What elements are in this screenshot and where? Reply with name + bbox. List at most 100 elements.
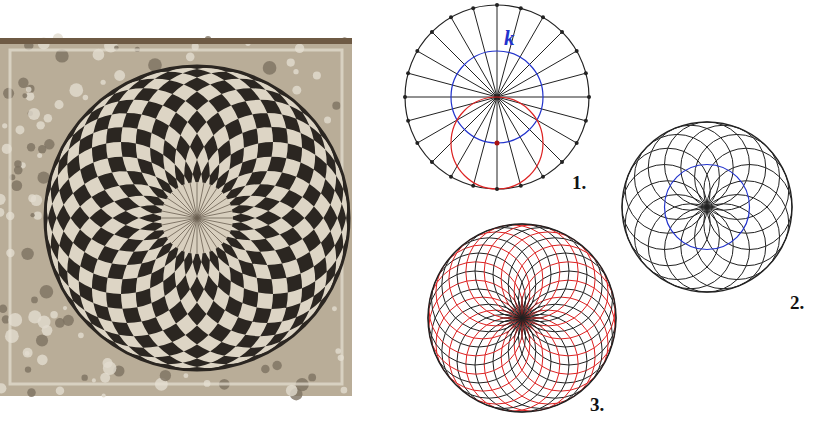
point (403, 95, 407, 99)
rose-disc (45, 66, 349, 370)
point (560, 30, 564, 34)
ornament (63, 315, 74, 326)
ornament (81, 374, 87, 380)
ornament (286, 385, 298, 397)
ornament (50, 311, 58, 319)
ornament (16, 125, 25, 134)
centre-ray (500, 318, 522, 322)
centre-ray (197, 218, 204, 253)
ornament (23, 348, 33, 358)
figure-number: 2. (790, 292, 804, 313)
centre-ray (522, 318, 530, 338)
point (415, 49, 419, 53)
ornament (335, 348, 341, 354)
ornament (183, 373, 188, 378)
outer-circle (428, 224, 616, 412)
figure-number: 3. (590, 394, 604, 416)
ornament (28, 108, 40, 120)
ornament (114, 70, 125, 81)
ornament (0, 304, 7, 313)
centre-ray (197, 218, 233, 219)
figure-1 (403, 3, 591, 191)
centre-ray (514, 298, 522, 318)
ornament (54, 100, 63, 109)
ornament (28, 310, 41, 323)
centre-ray (190, 183, 197, 218)
point (584, 71, 588, 75)
ornament (18, 78, 28, 88)
ornament (0, 383, 6, 393)
ornament (40, 285, 54, 299)
ornament (26, 87, 31, 92)
ornament (25, 351, 30, 356)
centre-ray (197, 204, 230, 218)
ornament (25, 366, 31, 372)
point (575, 49, 579, 53)
ornament (2, 123, 7, 128)
point (406, 71, 410, 75)
centre-ray (183, 185, 197, 218)
ornament (28, 194, 36, 202)
ornament (36, 335, 48, 347)
ornament (186, 53, 195, 62)
point (415, 141, 419, 145)
ornament (36, 121, 44, 129)
point (495, 187, 499, 191)
figure-number: 2. (790, 292, 804, 314)
ornament (27, 85, 35, 93)
centre-ray (197, 218, 211, 251)
ornament (22, 93, 27, 98)
point (560, 160, 564, 164)
stone-ground (0, 38, 352, 396)
ornament (31, 297, 38, 304)
centre-ray (162, 218, 197, 225)
circle-name: k (504, 26, 515, 50)
figure-number: 3. (590, 394, 604, 415)
ornament (160, 370, 171, 381)
figure-number: 1. (572, 172, 586, 194)
ornament (5, 329, 19, 343)
ornament (83, 95, 88, 100)
point (587, 95, 591, 99)
point (519, 184, 523, 188)
ornament (37, 355, 48, 366)
ornament (27, 143, 35, 151)
ornament (292, 86, 301, 95)
ornament (261, 365, 269, 373)
mosaic-photo (0, 33, 352, 400)
centre-ray (172, 193, 197, 218)
ornament (324, 116, 331, 123)
rotated-circle (518, 253, 612, 347)
centre-ray (197, 218, 222, 243)
point (584, 119, 588, 123)
point (471, 6, 475, 10)
ornament (341, 387, 348, 394)
point (541, 175, 545, 179)
ornament (263, 61, 277, 75)
ornament (30, 213, 34, 217)
circle-name: k (504, 26, 515, 51)
point (449, 15, 453, 19)
centre-ray (197, 218, 198, 254)
centre-ray (197, 182, 198, 218)
point (495, 3, 499, 7)
point (449, 175, 453, 179)
point (471, 184, 475, 188)
figure-2 (622, 122, 792, 292)
centre-ray (518, 296, 522, 318)
ornament (44, 139, 54, 149)
ornament (34, 212, 42, 220)
top-edge (0, 38, 352, 44)
rotated-circle (514, 245, 608, 339)
centre-point (495, 141, 500, 146)
ornament (27, 388, 36, 397)
outer-circle (405, 5, 589, 189)
ornament (78, 332, 84, 338)
centre-ray (161, 218, 197, 219)
centre-ray (172, 218, 197, 243)
ornament (295, 44, 304, 53)
figure-3 (428, 224, 616, 412)
centre-ray (502, 318, 522, 326)
ornament (92, 378, 96, 382)
